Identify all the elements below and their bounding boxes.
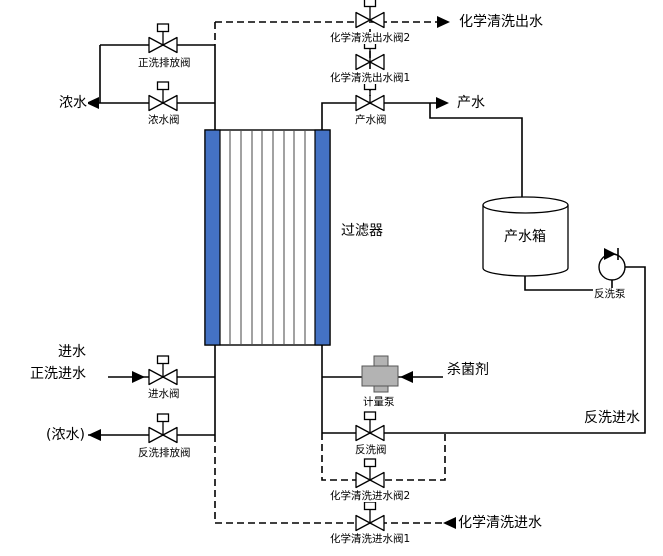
metering-pump bbox=[361, 355, 399, 393]
arrow-chemical-out bbox=[437, 16, 450, 28]
valve-chemical-in-1 bbox=[355, 501, 385, 532]
arrow-backwash-drain-out bbox=[88, 429, 101, 441]
label-valve-feed: 进水阀 bbox=[147, 388, 181, 401]
backwash-pump bbox=[598, 248, 626, 281]
label-forward-flush-in: 正洗进水 bbox=[29, 366, 87, 383]
valve-backwash bbox=[355, 411, 385, 442]
pump-flow-marker bbox=[604, 248, 616, 260]
arrow-chemical-in bbox=[443, 517, 456, 529]
filter-vessel bbox=[204, 129, 331, 346]
valve-chemical-in-2 bbox=[355, 458, 385, 489]
label-valve-backwash: 反洗阀 bbox=[354, 444, 388, 457]
arrow-biocide-in bbox=[400, 371, 413, 383]
valve-forward-flush-drain bbox=[148, 23, 178, 54]
label-product-tank: 产水箱 bbox=[503, 229, 547, 246]
label-valve-chemical-in-1: 化学清洗进水阀1 bbox=[329, 533, 412, 546]
label-valve-chemical-out-1: 化学清洗出水阀1 bbox=[329, 72, 412, 85]
label-valve-forward-flush-drain: 正洗排放阀 bbox=[137, 57, 192, 70]
membrane-right-cap bbox=[314, 129, 331, 346]
label-backwash-pump: 反洗泵 bbox=[593, 288, 627, 301]
label-valve-backwash-drain: 反洗排放阀 bbox=[137, 447, 192, 460]
membrane-left-cap bbox=[204, 129, 221, 346]
label-biocide: 杀菌剂 bbox=[446, 362, 490, 379]
membrane-elements bbox=[229, 131, 306, 344]
label-valve-chemical-out-2: 化学清洗出水阀2 bbox=[329, 32, 412, 45]
label-chemical-clean-out: 化学清洗出水 bbox=[458, 14, 544, 31]
arrow-concentrate-out bbox=[86, 97, 99, 109]
valve-feed bbox=[148, 355, 178, 386]
label-metering-pump: 计量泵 bbox=[362, 396, 396, 409]
label-backwash-in: 反洗进水 bbox=[583, 410, 641, 427]
arrow-product-out bbox=[436, 97, 449, 109]
valve-chemical-out-2 bbox=[355, 0, 385, 29]
label-filter: 过滤器 bbox=[340, 223, 384, 240]
label-concentrate-bracket: (浓水) bbox=[45, 427, 86, 444]
label-concentrate-out: 浓水 bbox=[58, 95, 88, 112]
label-valve-chemical-in-2: 化学清洗进水阀2 bbox=[329, 490, 412, 503]
label-product-out: 产水 bbox=[456, 95, 486, 112]
label-chemical-clean-in: 化学清洗进水 bbox=[457, 515, 543, 532]
label-valve-concentrate: 浓水阀 bbox=[147, 114, 181, 127]
arrow-feed-in bbox=[132, 371, 145, 383]
valve-backwash-drain bbox=[148, 413, 178, 444]
valve-product bbox=[355, 81, 385, 112]
valve-concentrate bbox=[148, 81, 178, 112]
flow-arrows bbox=[86, 16, 456, 529]
label-valve-product: 产水阀 bbox=[354, 114, 388, 127]
label-feed-in: 进水 bbox=[57, 344, 87, 361]
